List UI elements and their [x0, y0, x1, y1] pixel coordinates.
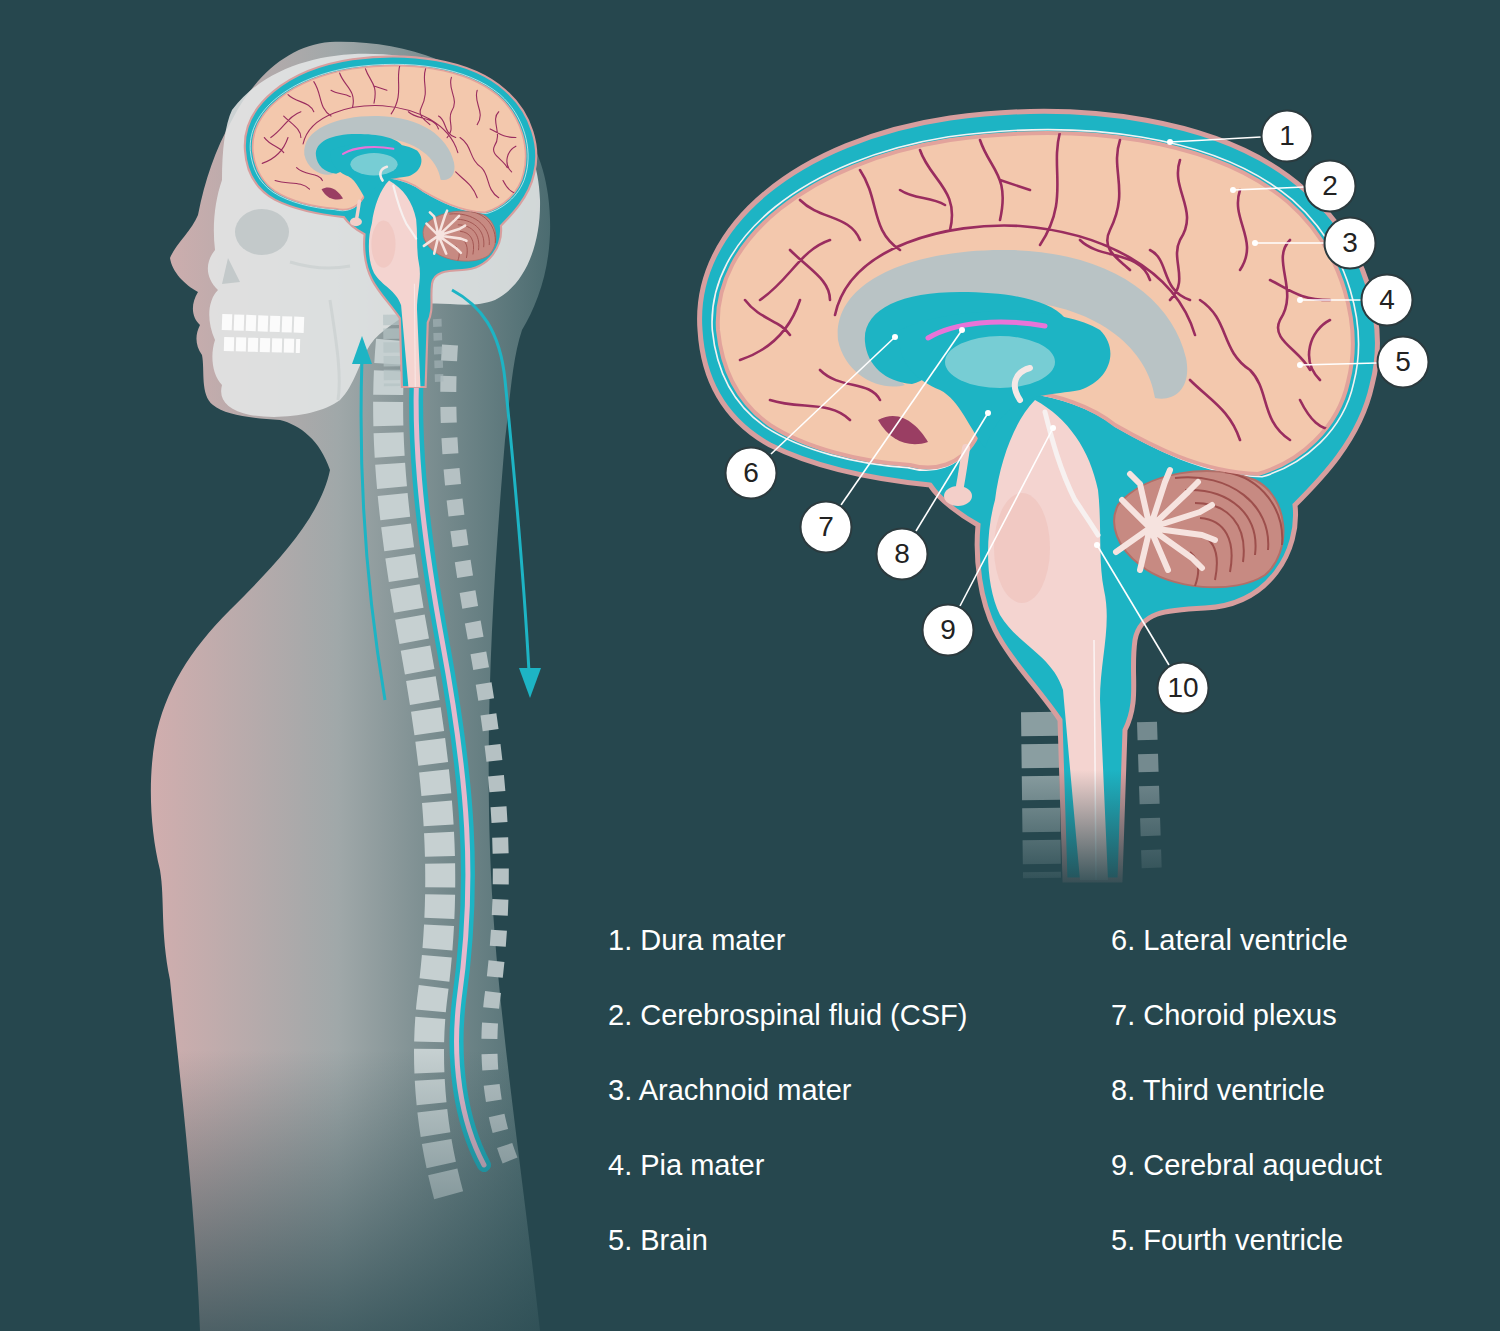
neck-fade [990, 770, 1210, 895]
callout-circle: 1 [1260, 109, 1314, 163]
legend-entry: 6. Lateral ventricle [1111, 923, 1348, 958]
callout-circle: 5 [1376, 335, 1430, 389]
leader-line [960, 428, 1053, 606]
callout-number: 10 [1167, 673, 1198, 704]
leader-line [771, 337, 895, 454]
legend-entry: 5. Fourth ventricle [1111, 1223, 1343, 1258]
leader-dot [1297, 362, 1303, 368]
legend-entry: 2. Cerebrospinal fluid (CSF) [608, 998, 967, 1033]
callout-disc [1158, 663, 1209, 714]
small-brain-section [245, 56, 536, 386]
leader-dots [892, 139, 1303, 548]
leader-dot [892, 334, 898, 340]
leader-line [1233, 187, 1304, 190]
callout-disc [1378, 337, 1429, 388]
leader-line [916, 413, 988, 531]
callout-disc [801, 502, 852, 553]
callout-number: 6 [743, 458, 759, 489]
spinal-cord [416, 345, 484, 1165]
leader-dot [959, 327, 965, 333]
callout-disc [923, 605, 974, 656]
csf-flow-down [452, 290, 529, 672]
arrowhead-up [352, 336, 372, 364]
csf-flow-up [361, 358, 385, 700]
callout-number: 1 [1279, 121, 1295, 152]
leader-dot [1297, 297, 1303, 303]
legend-entry: 7. Choroid plexus [1111, 998, 1337, 1033]
callout-disc [1262, 111, 1313, 162]
callout-circle: 7 [799, 500, 853, 554]
brain-section [700, 112, 1378, 880]
leader-line [1300, 299, 1361, 301]
leader-lines [771, 137, 1377, 665]
legend-entry: 5. Brain [608, 1223, 708, 1258]
leader-dot [985, 410, 991, 416]
callout-circle: 2 [1303, 159, 1357, 213]
legend-entry: 8. Third ventricle [1111, 1073, 1325, 1108]
jaw-line [330, 300, 339, 400]
callout-number: 2 [1322, 171, 1338, 202]
legend-entry: 1. Dura mater [608, 923, 785, 958]
callout-circle: 9 [921, 603, 975, 657]
lower-teeth [224, 344, 300, 346]
leader-dot [1094, 542, 1100, 548]
leader-line [1170, 137, 1261, 142]
callout-circle: 3 [1323, 216, 1377, 270]
callout-disc [726, 448, 777, 499]
leader-line [1255, 242, 1324, 244]
callout-number: 5 [1395, 347, 1411, 378]
upper-teeth [222, 322, 305, 325]
leader-dot [1252, 240, 1258, 246]
callout-number: 4 [1379, 285, 1395, 316]
spinal-csf [416, 345, 484, 1165]
callout-circle: 10 [1156, 661, 1210, 715]
leader-dot [1050, 425, 1056, 431]
nasal-cavity [222, 258, 240, 284]
callout-number: 8 [894, 539, 910, 570]
leader-line [841, 330, 962, 505]
callout-disc [877, 529, 928, 580]
leader-dot [1167, 139, 1173, 145]
callout-number: 9 [940, 615, 956, 646]
leader-line [1300, 363, 1377, 365]
callout-circle: 4 [1360, 273, 1414, 327]
legend-entry: 4. Pia mater [608, 1148, 764, 1183]
callout-disc [1362, 275, 1413, 326]
legend-entry: 9. Cerebral aqueduct [1111, 1148, 1382, 1183]
callout-circle: 8 [875, 527, 929, 581]
legend-entry: 3. Arachnoid mater [608, 1073, 851, 1108]
leader-dot [1230, 187, 1236, 193]
callout-number: 7 [818, 512, 834, 543]
callout-disc [1325, 218, 1376, 269]
body-fade [0, 1050, 620, 1331]
leader-line [1097, 545, 1169, 665]
callout-circle: 6 [724, 446, 778, 500]
skull [208, 54, 540, 417]
callout-number: 3 [1342, 228, 1358, 259]
cheekbone [290, 262, 350, 268]
eye-orbit [235, 209, 289, 255]
callout-disc [1305, 161, 1356, 212]
arrowhead-down [519, 668, 541, 698]
